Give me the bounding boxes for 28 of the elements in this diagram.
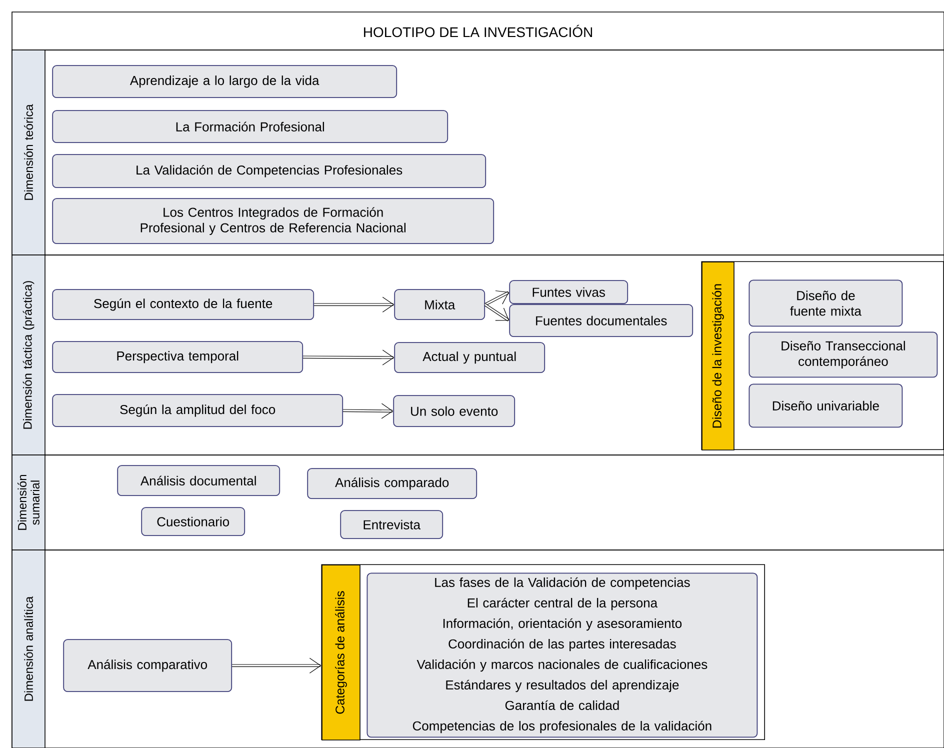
diagram-title: HOLOTIPO DE LA INVESTIGACIÓN bbox=[12, 12, 944, 50]
arrow bbox=[484, 303, 510, 322]
arrow bbox=[314, 296, 394, 312]
process-box: Cuestionario bbox=[141, 507, 246, 536]
process-box: Diseño de fuente mixta bbox=[748, 280, 903, 327]
arrow bbox=[343, 403, 394, 419]
process-box: Análisis comparativo bbox=[63, 639, 232, 692]
arrow bbox=[232, 658, 322, 674]
process-box: Mixta bbox=[394, 289, 486, 320]
process-box: Perspectiva temporal bbox=[52, 341, 304, 374]
process-box: Análisis documental bbox=[117, 465, 280, 496]
arrow bbox=[484, 290, 510, 306]
process-box: Los Centros Integrados de Formación Profesional y Centros de Referencia Nacional bbox=[52, 198, 494, 244]
process-box: Actual y puntual bbox=[394, 342, 546, 374]
process-box: Fuentes documentales bbox=[509, 304, 694, 338]
process-box: Según el contexto de la fuente bbox=[52, 289, 314, 320]
process-box: Diseño Transeccional contemporáneo bbox=[748, 332, 938, 378]
arrow bbox=[303, 350, 394, 366]
process-box: Entrevista bbox=[340, 510, 444, 540]
process-box: La Formación Profesional bbox=[52, 110, 448, 144]
process-box: Análisis comparado bbox=[307, 468, 478, 500]
process-box: Según la amplitud del foco bbox=[52, 394, 344, 428]
process-box: Funtes vivas bbox=[509, 280, 628, 304]
process-box: Un solo evento bbox=[393, 395, 516, 428]
process-box: La Validación de Competencias Profesionales bbox=[52, 154, 486, 188]
process-box: Aprendizaje a lo largo de la vida bbox=[52, 65, 398, 98]
process-box: Diseño univariable bbox=[748, 384, 903, 428]
process-box: Las fases de la Validación de competencias El carácter central de la persona Información, orientación y asesoramiento Coordinación de las partes interesadas Validación y marcos nacionales de cualificaciones Estándares y resultados del aprendizaje Garantía de calidad Competencias de los profesionales de la validación bbox=[366, 572, 758, 738]
